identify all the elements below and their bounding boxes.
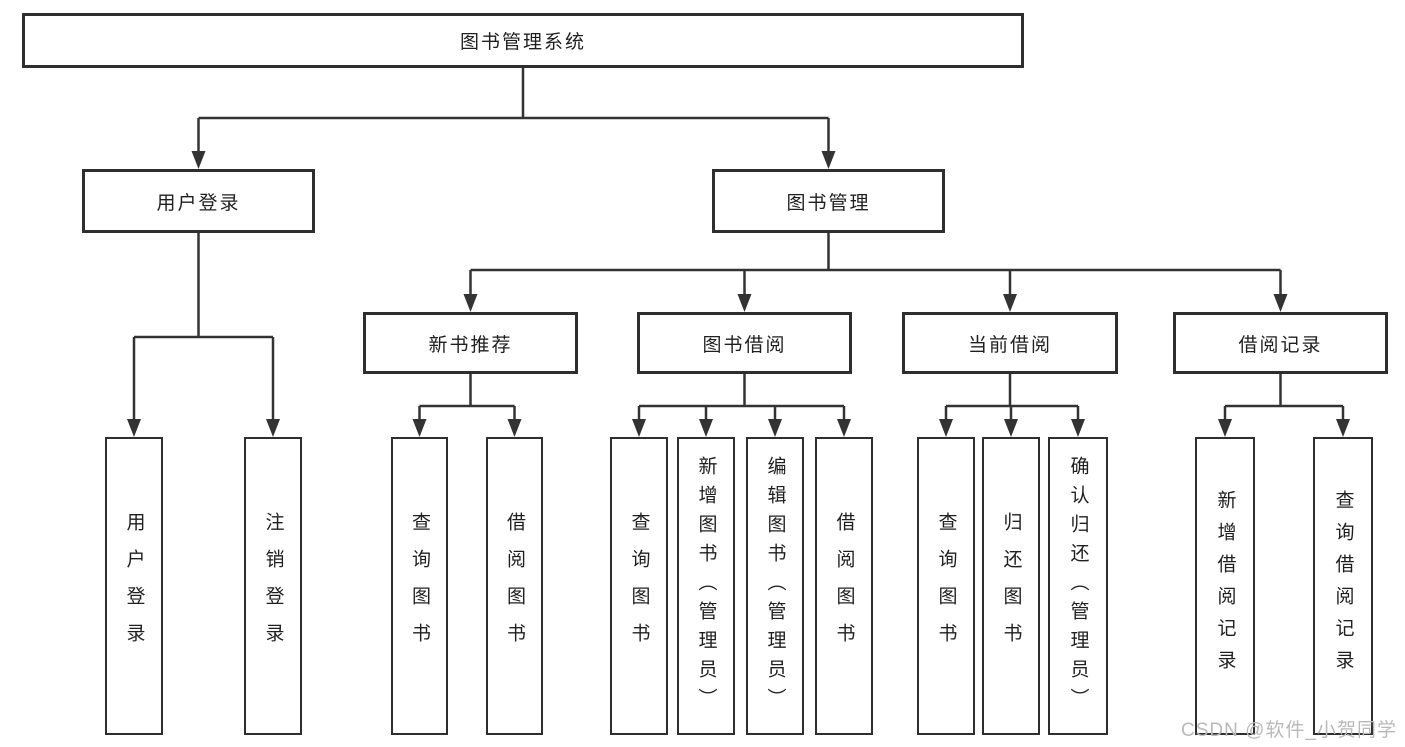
connector-book-borrowing-children bbox=[632, 374, 851, 437]
leaf-add-books-admin: 新增图书（管理员） bbox=[677, 437, 735, 735]
leaf-edit-books-admin-label: 编辑图书（管理员） bbox=[764, 455, 786, 717]
node-book-borrowing: 图书借阅 bbox=[637, 312, 852, 374]
connector-borrowing-records-children bbox=[1218, 374, 1350, 437]
leaf-query-books-current: 查询图书 bbox=[917, 437, 975, 735]
csdn-watermark: CSDN @软件_小贺同学 bbox=[1181, 720, 1397, 741]
leaf-query-books-recommend-label: 查询图书 bbox=[409, 512, 430, 660]
leaf-return-books: 归还图书 bbox=[982, 437, 1040, 735]
leaf-add-borrow-record: 新增借阅记录 bbox=[1195, 437, 1255, 735]
leaf-borrow-books-label: 借阅图书 bbox=[833, 512, 855, 660]
leaf-confirm-return-admin: 确认归还（管理员） bbox=[1048, 437, 1108, 735]
connector-root-to-level2 bbox=[191, 68, 836, 169]
leaf-query-borrow-record-label: 查询借阅记录 bbox=[1332, 490, 1354, 682]
leaf-logout: 注销登录 bbox=[244, 437, 302, 735]
leaf-query-books-borrowing: 查询图书 bbox=[610, 437, 668, 735]
leaf-query-books-borrowing-label: 查询图书 bbox=[628, 512, 650, 660]
leaf-borrow-books-recommend-label: 借阅图书 bbox=[504, 512, 525, 660]
leaf-logout-label: 注销登录 bbox=[262, 512, 284, 660]
connector-book-management-groups bbox=[463, 233, 1288, 312]
leaf-return-books-label: 归还图书 bbox=[1000, 512, 1022, 660]
node-root-system: 图书管理系统 bbox=[22, 13, 1024, 68]
node-user-login-branch: 用户登录 bbox=[82, 169, 315, 233]
connector-current-borrowing-children bbox=[939, 374, 1085, 437]
leaf-query-books-current-label: 查询图书 bbox=[935, 512, 957, 660]
leaf-add-borrow-record-label: 新增借阅记录 bbox=[1214, 490, 1236, 682]
node-borrowing-records: 借阅记录 bbox=[1173, 312, 1388, 374]
node-current-borrowing: 当前借阅 bbox=[902, 312, 1118, 374]
leaf-query-borrow-record: 查询借阅记录 bbox=[1313, 437, 1373, 735]
leaf-confirm-return-admin-label: 确认归还（管理员） bbox=[1067, 455, 1089, 717]
leaf-borrow-books-recommend: 借阅图书 bbox=[486, 437, 543, 735]
node-new-book-recommendation: 新书推荐 bbox=[363, 312, 578, 374]
leaf-query-books-recommend: 查询图书 bbox=[391, 437, 448, 735]
node-book-management: 图书管理 bbox=[712, 169, 945, 233]
leaf-borrow-books: 借阅图书 bbox=[815, 437, 873, 735]
connector-new-book-children bbox=[412, 374, 522, 437]
leaf-edit-books-admin: 编辑图书（管理员） bbox=[746, 437, 804, 735]
leaf-add-books-admin-label: 新增图书（管理员） bbox=[695, 455, 717, 717]
leaf-user-login-label: 用户登录 bbox=[123, 512, 145, 660]
connector-user-login-children bbox=[127, 233, 280, 437]
leaf-user-login: 用户登录 bbox=[105, 437, 163, 735]
